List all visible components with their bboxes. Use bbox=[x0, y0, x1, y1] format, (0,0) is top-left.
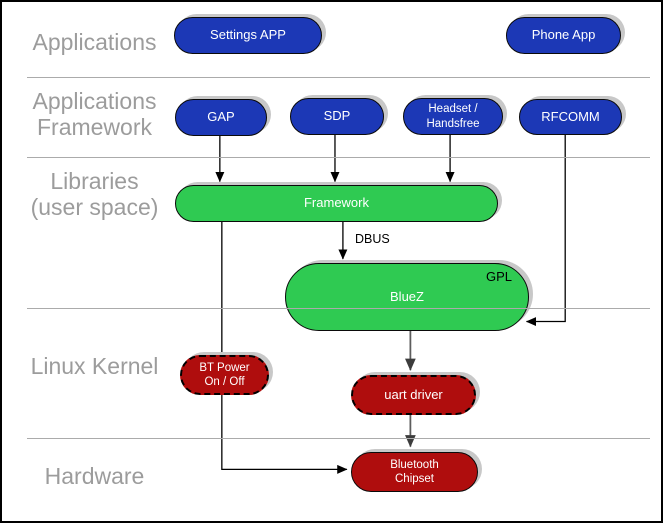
layer-divider bbox=[27, 308, 650, 309]
node-bt-power: BT Power On / Off bbox=[180, 355, 269, 395]
node-label: Handsfree bbox=[426, 117, 480, 130]
node-label: Phone App bbox=[531, 27, 596, 43]
layer-divider bbox=[27, 77, 650, 78]
edge-rfcomm-to-bluez bbox=[525, 133, 566, 327]
node-label: SDP bbox=[323, 108, 351, 124]
layer-label-line: Libraries bbox=[50, 168, 139, 194]
layer-divider bbox=[27, 438, 650, 439]
node-phone-app: Phone App bbox=[506, 17, 621, 54]
layer-label-line: (user space) bbox=[30, 194, 159, 220]
node-label: Headset / bbox=[428, 103, 478, 116]
node-settings-app: Settings APP bbox=[174, 17, 322, 54]
node-bluez: BlueZ GPL bbox=[285, 263, 529, 331]
node-label: On / Off bbox=[204, 376, 245, 388]
node-label: RFCOMM bbox=[541, 108, 600, 124]
node-label: GAP bbox=[207, 109, 235, 125]
layer-label-line: Linux Kernel bbox=[30, 353, 159, 379]
node-label: uart driver bbox=[384, 386, 443, 402]
layer-label-applications: Applications bbox=[12, 29, 177, 55]
node-framework: Framework bbox=[175, 185, 498, 222]
node-sdp: SDP bbox=[290, 98, 384, 135]
node-label: Framework bbox=[303, 195, 369, 211]
node-headset-handsfree: Headset /Handsfree bbox=[403, 98, 503, 135]
node-label: BlueZ bbox=[390, 288, 424, 304]
layer-label-hardware: Hardware bbox=[12, 463, 177, 489]
gpl-label: GPL bbox=[485, 269, 512, 284]
layer-label-line: Applications bbox=[32, 29, 157, 55]
node-rfcomm: RFCOMM bbox=[519, 99, 622, 135]
layer-label-line: Framework bbox=[36, 114, 152, 140]
layer-divider bbox=[27, 157, 650, 158]
node-label: Bluetooth bbox=[390, 458, 439, 471]
edge-label-dbus: DBUS bbox=[355, 232, 390, 246]
node-label: Settings APP bbox=[210, 27, 286, 43]
layer-label-line: Applications bbox=[32, 88, 157, 114]
node-label: BT Power bbox=[199, 361, 250, 374]
node-uart-driver: uart driver bbox=[351, 375, 476, 415]
edge-framework-to-chipset bbox=[221, 221, 348, 474]
layer-label-line: Hardware bbox=[44, 463, 145, 489]
layer-label-linux-kernel: Linux Kernel bbox=[12, 353, 177, 379]
layer-label-libraries-user-space: Libraries(user space) bbox=[12, 168, 177, 220]
node-gap: GAP bbox=[175, 99, 267, 136]
node-label: Chipset bbox=[395, 473, 434, 485]
